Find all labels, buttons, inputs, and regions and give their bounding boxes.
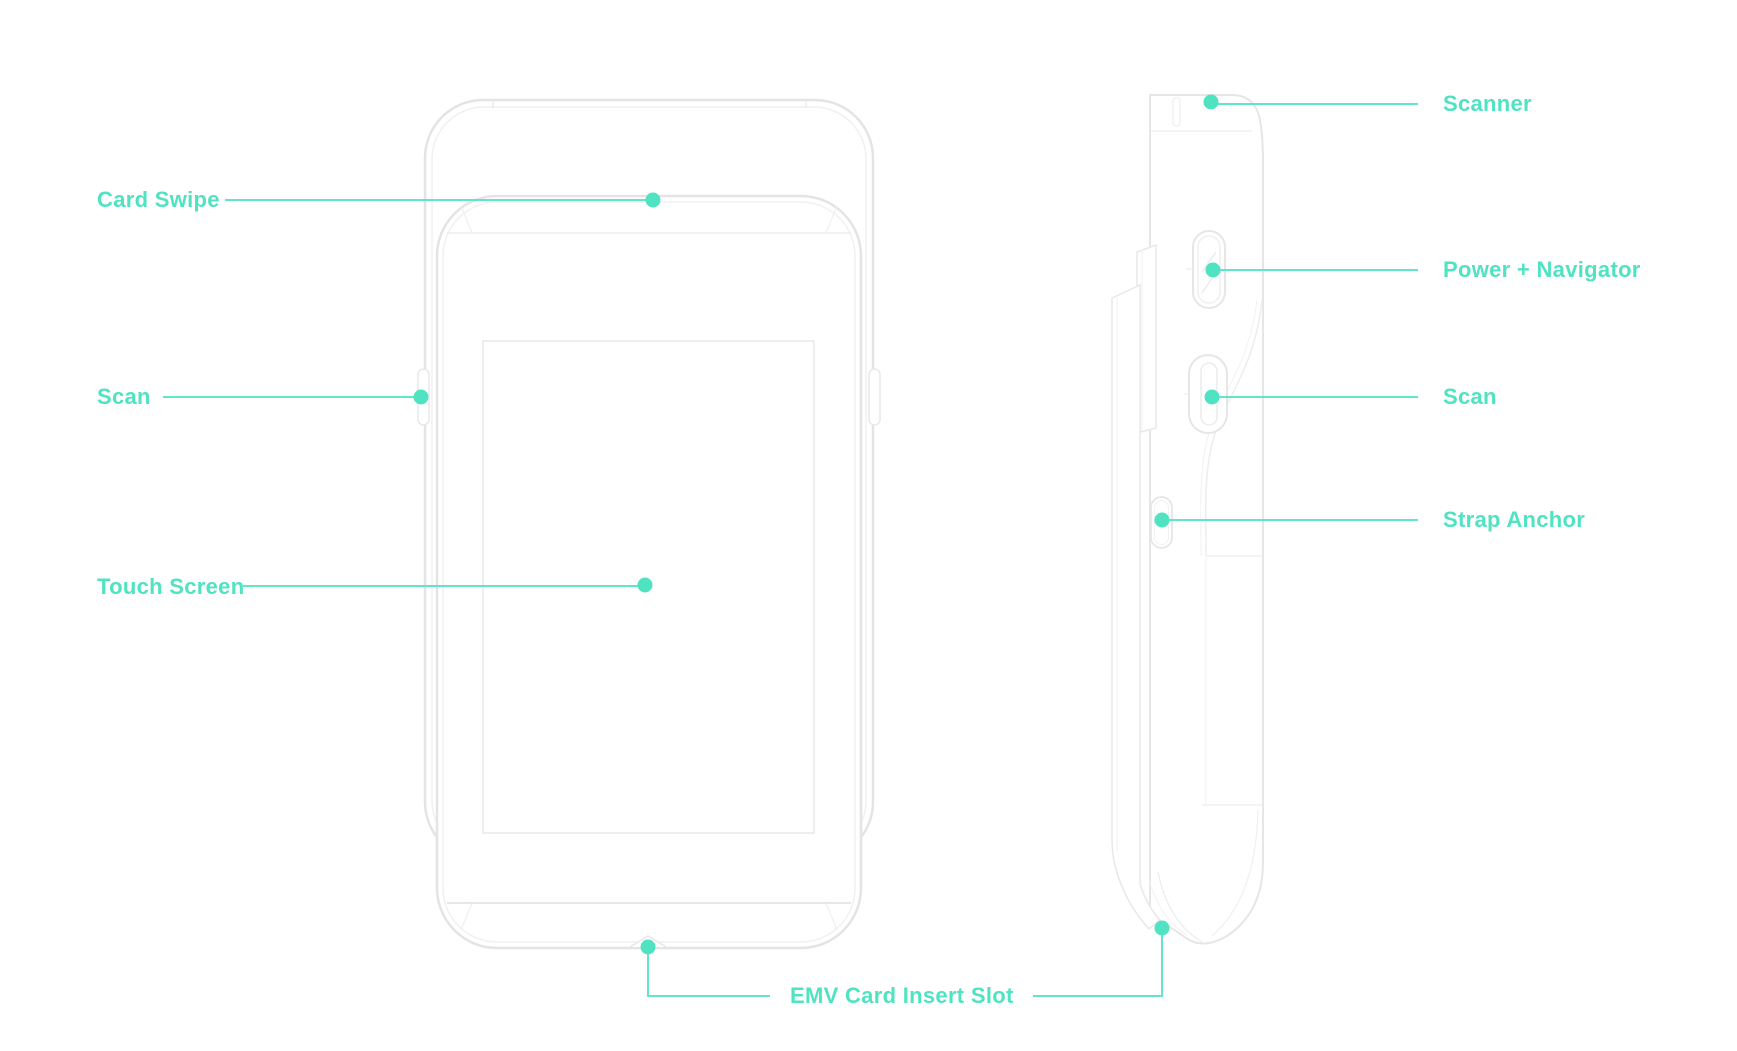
emv-line-left [647, 947, 770, 997]
corner-seam-top-left [460, 205, 473, 234]
emv-front-dot [640, 939, 656, 955]
top-slot [1172, 97, 1181, 127]
scanner-dot [1203, 94, 1219, 110]
corner-seam-bottom-left [460, 902, 473, 931]
label-strap-anchor: Strap Anchor [1443, 507, 1586, 532]
front-strip-side [1111, 283, 1162, 931]
corner-seam-bottom-right [825, 902, 838, 931]
touch-screen-dot [637, 577, 653, 593]
callout-connectors [163, 103, 1418, 997]
power-button-hatch-1 [1201, 251, 1217, 273]
back-contour-outer [1204, 299, 1263, 557]
card-swipe-dot [645, 192, 661, 208]
scan-side-button-right [868, 368, 881, 426]
back-contour-inner [1200, 299, 1258, 557]
label-power-navigator: Power + Navigator [1443, 257, 1641, 282]
label-scan-right: Scan [1443, 384, 1497, 409]
emv-slot-curve-1 [1157, 871, 1203, 943]
corner-seam-top-right [825, 205, 838, 234]
scan-right-dot [1204, 389, 1220, 405]
scan-left-dot [413, 389, 429, 405]
bottom-back-curve [1211, 809, 1259, 937]
label-emv-slot: EMV Card Insert Slot [790, 983, 1014, 1008]
emv-slot-curve-2 [1148, 879, 1189, 937]
label-touch-screen: Touch Screen [97, 574, 245, 599]
emv-side-dot [1154, 920, 1170, 936]
label-scan-left: Scan [97, 384, 151, 409]
callout-dots [413, 94, 1221, 955]
emv-line-right [1033, 928, 1163, 997]
label-scanner: Scanner [1443, 91, 1532, 116]
label-card-swipe: Card Swipe [97, 187, 220, 212]
power-dot [1205, 262, 1221, 278]
strap-anchor-dot [1154, 512, 1170, 528]
front-view [417, 98, 881, 950]
